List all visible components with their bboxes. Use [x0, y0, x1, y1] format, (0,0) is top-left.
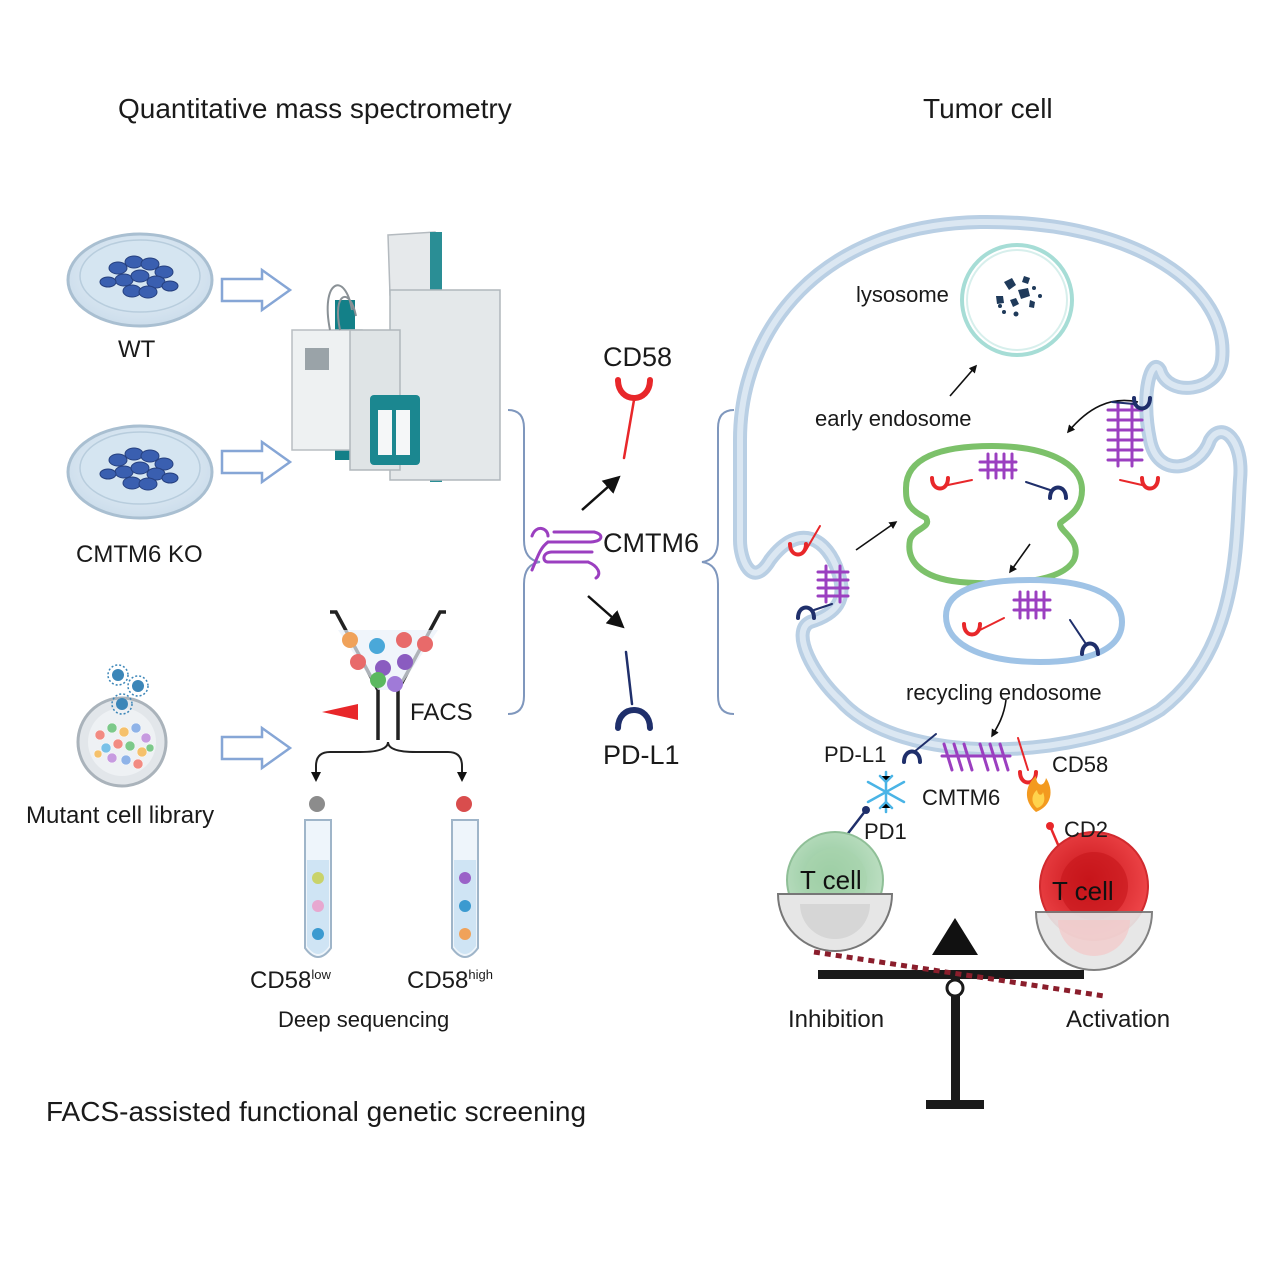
label-cd2: CD2	[1064, 817, 1109, 842]
label-cmtm6-ko: CMTM6 KO	[76, 541, 203, 568]
arrow-ko	[220, 439, 293, 485]
arrow-to-membrane	[991, 699, 1007, 738]
mass-spectrometer	[291, 231, 501, 482]
label-t-cell-left: T cell	[800, 865, 862, 895]
label-cell-cmtm6: CMTM6	[922, 785, 1001, 810]
right-bracket	[701, 409, 735, 715]
balance-base	[926, 1100, 984, 1109]
label-cd58-low: CD58low	[250, 967, 331, 994]
balance-pointer	[932, 918, 978, 955]
pdl1-molecule	[615, 650, 653, 731]
label-wt: WT	[118, 336, 156, 363]
label-cd58-high: CD58high	[407, 967, 493, 994]
tube-cd58-low	[304, 819, 332, 958]
tilted-beam	[813, 949, 1105, 999]
sort-arrows	[311, 741, 467, 782]
label-cell-cd58: CD58	[1052, 752, 1109, 777]
debris-icon	[996, 276, 1042, 317]
cmtm6-protein	[530, 527, 603, 580]
label-mutant-library: Mutant cell library	[26, 802, 215, 829]
balance-scale	[813, 918, 1105, 1109]
label-pd1: PD1	[864, 819, 907, 844]
arrow-to-cd58	[581, 475, 621, 511]
label-t-cell-right: T cell	[1052, 876, 1114, 906]
arrow-endocytosis-left	[855, 521, 898, 551]
t-cell-inhibited	[776, 831, 894, 952]
arrow-to-pdl1	[587, 595, 625, 629]
early-endosome	[902, 442, 1086, 587]
dish-wt	[66, 232, 214, 328]
facs-funnel	[322, 610, 446, 740]
balance-pivot	[945, 978, 965, 998]
dish-mutant-library	[76, 664, 168, 788]
label-lysosome: lysosome	[856, 282, 949, 307]
hollow-arrows	[220, 267, 293, 771]
label-recycling-endosome: recycling endosome	[906, 680, 1102, 705]
cd2-head	[1046, 822, 1054, 830]
arrow-endocytosis-right	[1066, 399, 1139, 434]
balance-post	[951, 979, 960, 1104]
label-mid-cmtm6: CMTM6	[603, 528, 699, 558]
snowflake-icon	[866, 770, 906, 814]
label-facs: FACS	[410, 699, 473, 726]
cd58-molecule	[615, 377, 653, 460]
arrow-wt	[220, 267, 293, 313]
label-activation: Activation	[1066, 1006, 1171, 1033]
arrow-mutant	[220, 725, 293, 771]
pd1-head	[862, 806, 870, 814]
virus-icon	[107, 664, 149, 715]
cd58-low-cell	[309, 796, 325, 812]
label-mid-cd58: CD58	[603, 342, 673, 372]
flame-icon	[1026, 776, 1051, 812]
label-mid-pdl1: PD-L1	[603, 740, 680, 770]
balance-beam	[818, 970, 1084, 979]
title-mass-spec: Quantitative mass spectrometry	[118, 93, 512, 124]
dish-cmtm6-ko	[66, 424, 214, 520]
lysosome	[960, 243, 1074, 357]
cd58-glyphs	[788, 476, 1160, 785]
left-bracket	[507, 409, 541, 715]
tube-cd58-high	[451, 819, 479, 958]
label-inhibition: Inhibition	[788, 1006, 885, 1033]
label-cell-pdl1: PD-L1	[824, 742, 887, 767]
arrow-to-lysosome	[949, 364, 978, 397]
pd1-receptor	[845, 809, 867, 837]
recycling-endosome	[942, 576, 1126, 666]
cd58-high-cell	[456, 796, 472, 812]
label-early-endosome: early endosome	[815, 406, 972, 431]
arrow-to-recycling	[1009, 543, 1031, 574]
t-cell-activated	[1034, 831, 1154, 971]
pdl1-glyphs	[796, 396, 1152, 764]
laser-icon	[322, 704, 358, 720]
title-screening: FACS-assisted functional genetic screeni…	[46, 1096, 587, 1127]
label-deep-sequencing: Deep sequencing	[278, 1007, 450, 1032]
title-tumor-cell: Tumor cell	[923, 93, 1053, 124]
cmtm6-glyphs	[816, 402, 1144, 772]
